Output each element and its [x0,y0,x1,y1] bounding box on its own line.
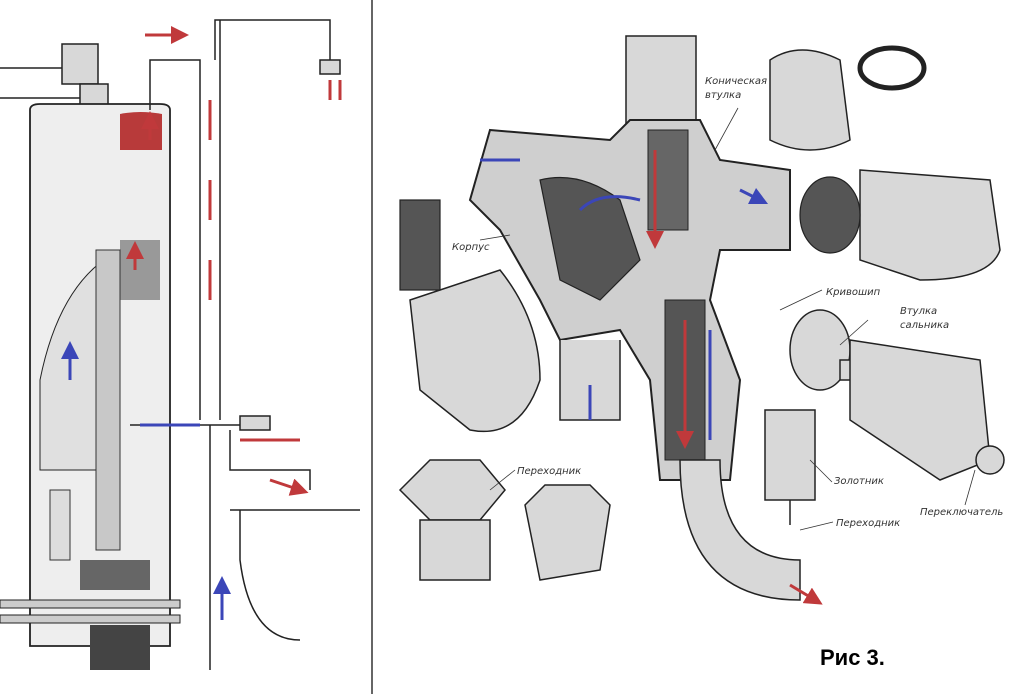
flow-arrows [480,150,823,605]
water-heater-panel [0,0,373,694]
label-conical-sleeve-1: Коническая [705,76,767,87]
mixer-exploded-panel [398,35,1005,605]
label-crank: Кривошип [826,287,881,298]
figure-caption: Рис 3. [820,645,885,670]
valve-head-left [399,199,541,433]
label-gland-sleeve-1: Втулка [900,306,937,317]
label-conical-sleeve-2: втулка [705,90,741,101]
label-adapter-left: Переходник [517,466,581,477]
spool-part [764,409,816,525]
gland-sleeve-part [789,309,1005,481]
hot-water-arrows [126,26,342,490]
label-adapter-bottom: Переходник [836,518,900,529]
valve-head-right [799,169,1001,281]
adapters [398,459,611,581]
conical-sleeve-part [769,45,927,151]
label-gland-sleeve-2: сальника [900,320,949,331]
part-labels [479,107,976,531]
label-switch: Переключатель [920,507,1003,518]
boiler [0,103,181,670]
label-body: Корпус [452,242,490,253]
label-spool: Золотник [834,476,884,487]
cold-water-arrows [70,350,231,620]
